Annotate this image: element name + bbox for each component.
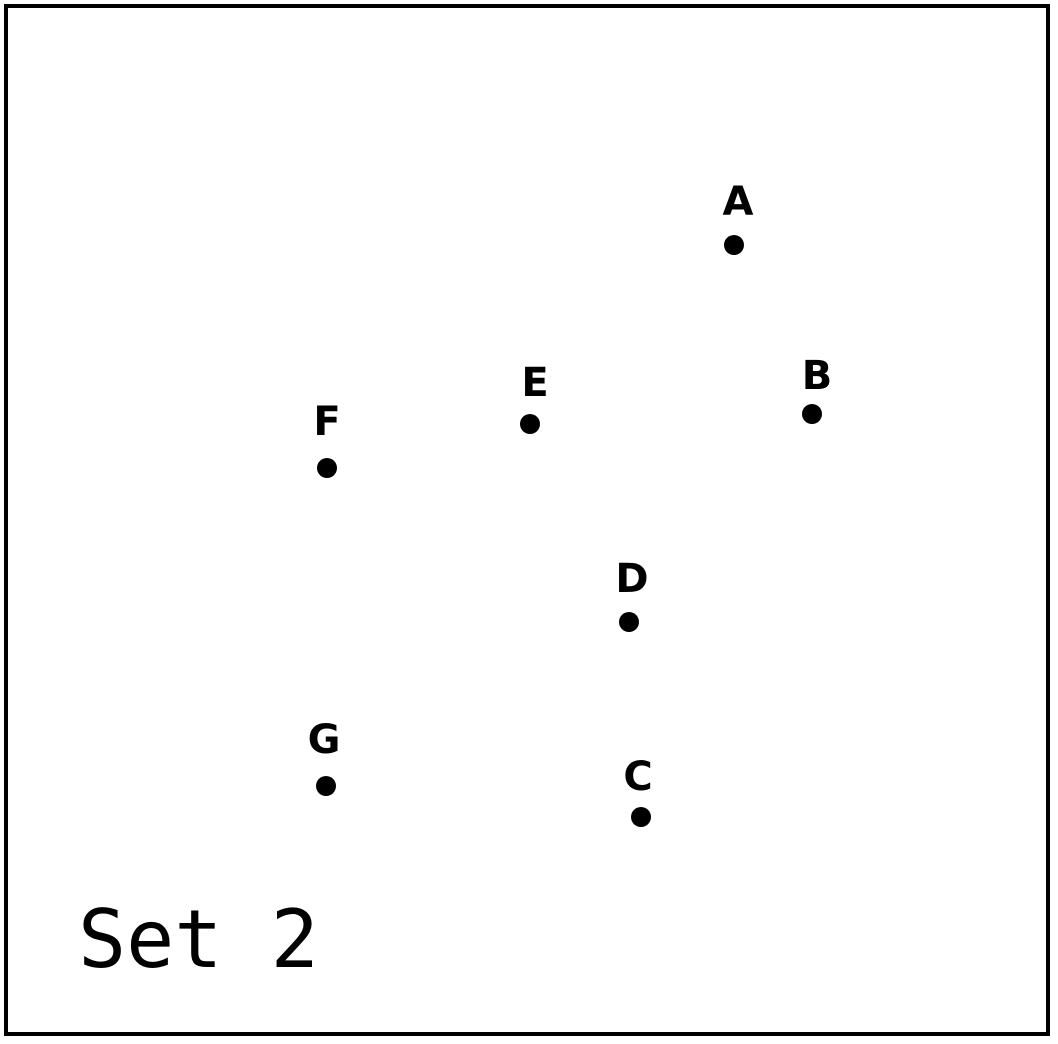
point-c-dot (631, 807, 651, 827)
point-f-label: F (313, 399, 340, 445)
point-g: G (308, 717, 341, 796)
point-c: C (623, 754, 653, 827)
point-f: F (313, 399, 341, 478)
point-g-dot (316, 776, 336, 796)
point-e: E (520, 360, 549, 434)
set-title: Set 2 (78, 893, 319, 986)
point-d-label: D (615, 556, 648, 602)
point-e-label: E (521, 360, 548, 406)
point-a-label: A (723, 179, 754, 225)
diagram-frame (4, 4, 1050, 1036)
point-a-dot (724, 235, 744, 255)
point-g-label: G (308, 717, 341, 763)
point-b: B (802, 353, 833, 424)
point-b-label: B (802, 353, 833, 399)
point-b-dot (802, 404, 822, 424)
point-a: A (723, 179, 754, 255)
point-d: D (615, 556, 649, 632)
point-f-dot (317, 458, 337, 478)
point-e-dot (520, 414, 540, 434)
point-d-dot (619, 612, 639, 632)
point-c-label: C (623, 754, 652, 800)
